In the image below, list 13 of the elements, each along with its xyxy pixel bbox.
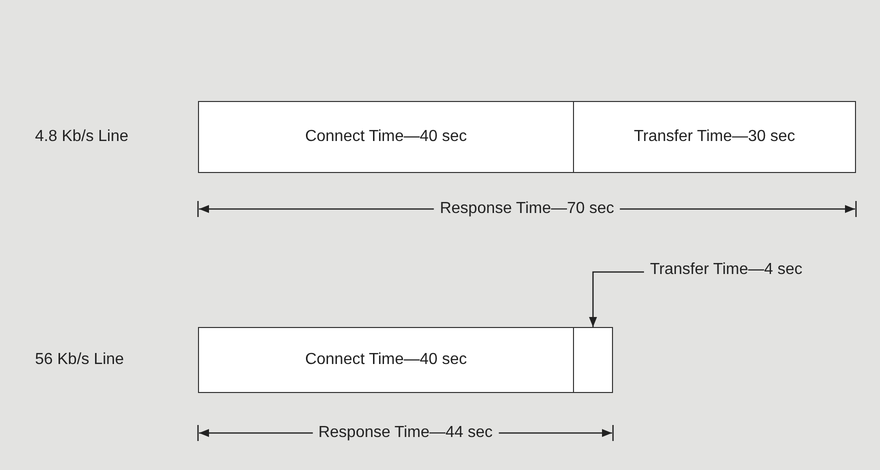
dimension-label: Response Time—44 sec — [312, 424, 499, 442]
time-segment-bar — [198, 327, 574, 393]
row-label: 4.8 Kb/s Line — [35, 128, 128, 146]
segment-label: Connect Time—40 sec — [305, 128, 467, 146]
leader-line — [589, 271, 644, 327]
time-segment-bar — [198, 101, 574, 173]
time-segment-bar — [573, 101, 856, 173]
callout-label: Transfer Time—4 sec — [650, 261, 802, 279]
segment-label: Connect Time—40 sec — [305, 351, 467, 369]
segment-label: Transfer Time—30 sec — [634, 128, 796, 146]
row-label: 56 Kb/s Line — [35, 351, 124, 369]
time-segment-bar — [573, 327, 613, 393]
dimension-label: Response Time—70 sec — [434, 200, 620, 218]
